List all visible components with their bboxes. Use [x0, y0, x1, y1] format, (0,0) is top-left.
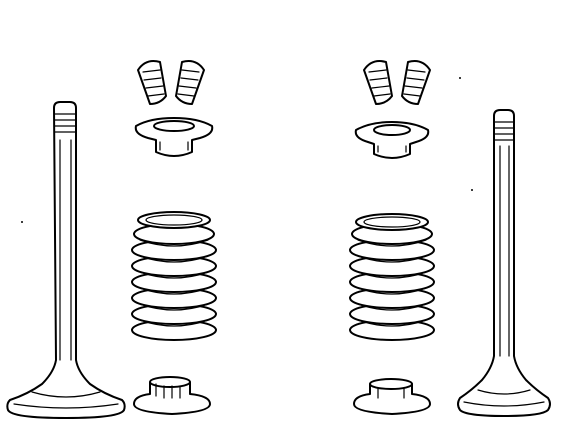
valve-left	[6, 101, 126, 419]
spring-seat-left	[133, 376, 211, 415]
valve-keepers-left	[137, 60, 205, 105]
scan-specks	[21, 77, 473, 223]
spring-retainer-right	[354, 121, 430, 159]
valve-spring-right	[349, 213, 435, 341]
assembly-right	[349, 60, 551, 417]
spring-seat-right	[353, 378, 431, 415]
valve-spring-left	[131, 211, 217, 341]
assembly-left	[6, 60, 217, 419]
valve-keepers-right	[363, 60, 431, 105]
valve-right	[457, 109, 551, 417]
spring-retainer-left	[134, 117, 214, 157]
